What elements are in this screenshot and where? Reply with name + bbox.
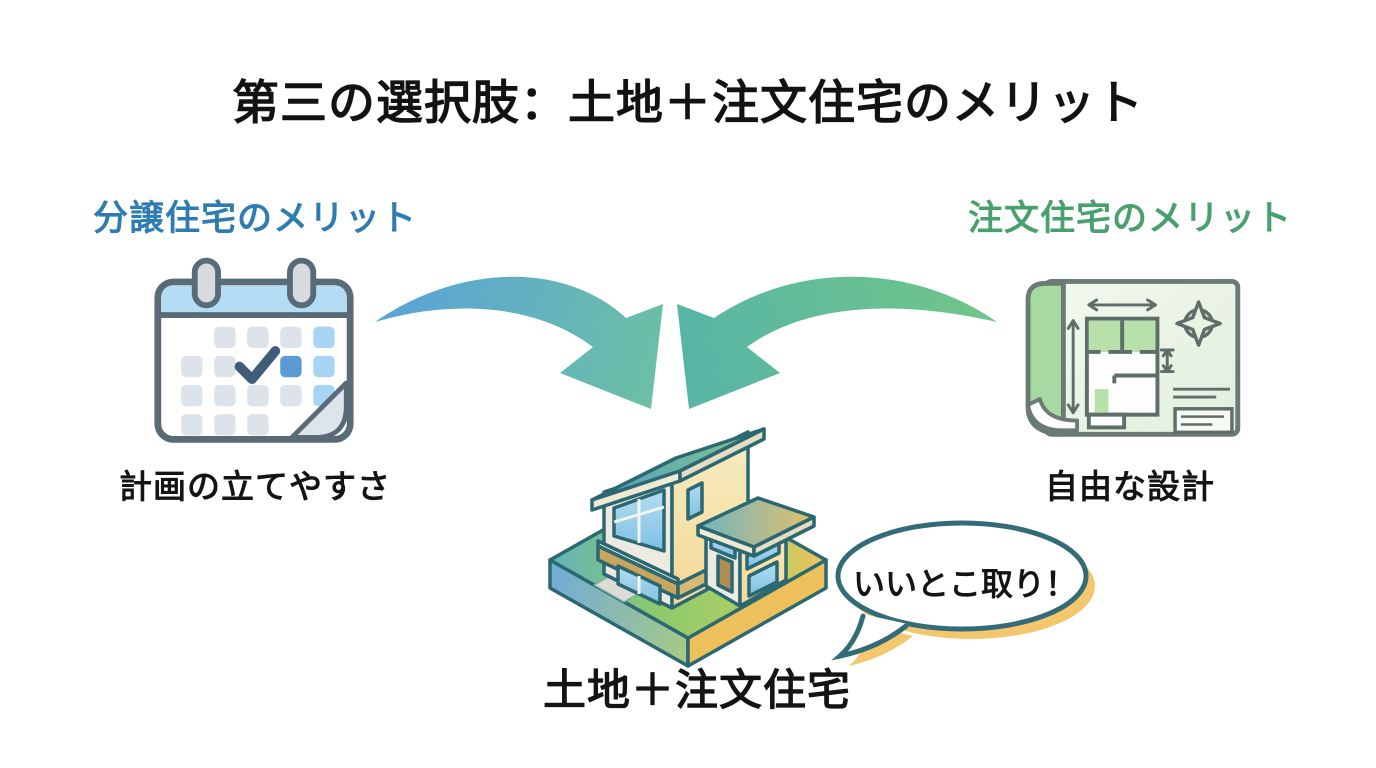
left-panel-heading: 分譲住宅のメリット xyxy=(92,199,417,238)
right-panel-heading: 注文住宅のメリット xyxy=(967,199,1292,238)
page-title: 第三の選択肢：土地＋注文住宅のメリット xyxy=(232,76,1144,129)
speech-bubble-text: いいとこ取り！ xyxy=(852,566,1077,602)
houseB-door xyxy=(716,554,734,594)
speech-bubble xyxy=(826,500,1106,672)
houseA-side-window xyxy=(686,481,704,521)
title-block xyxy=(1173,387,1234,435)
houseB-window-lower-right xyxy=(747,560,779,598)
right-panel-caption: 自由な設計 xyxy=(1045,468,1215,505)
calendar-icon xyxy=(152,252,356,448)
blueprint-icon xyxy=(1012,252,1248,448)
floor-plan xyxy=(1084,316,1160,430)
house-icon xyxy=(542,408,864,670)
calendar-grid xyxy=(181,326,335,436)
calendar-ring xyxy=(191,257,317,309)
checkmark-icon xyxy=(234,346,281,384)
center-label: 土地＋注文住宅 xyxy=(543,667,851,715)
left-panel-caption: 計画の立てやすさ xyxy=(119,468,391,505)
compass-icon xyxy=(1175,300,1222,347)
folded-corner xyxy=(289,380,349,440)
houseA-roof-right xyxy=(678,427,766,483)
dimension-arrows xyxy=(1066,298,1175,415)
houseB-roof-right xyxy=(752,515,816,558)
right-curved-arrow xyxy=(677,276,997,409)
left-curved-arrow xyxy=(375,276,663,409)
